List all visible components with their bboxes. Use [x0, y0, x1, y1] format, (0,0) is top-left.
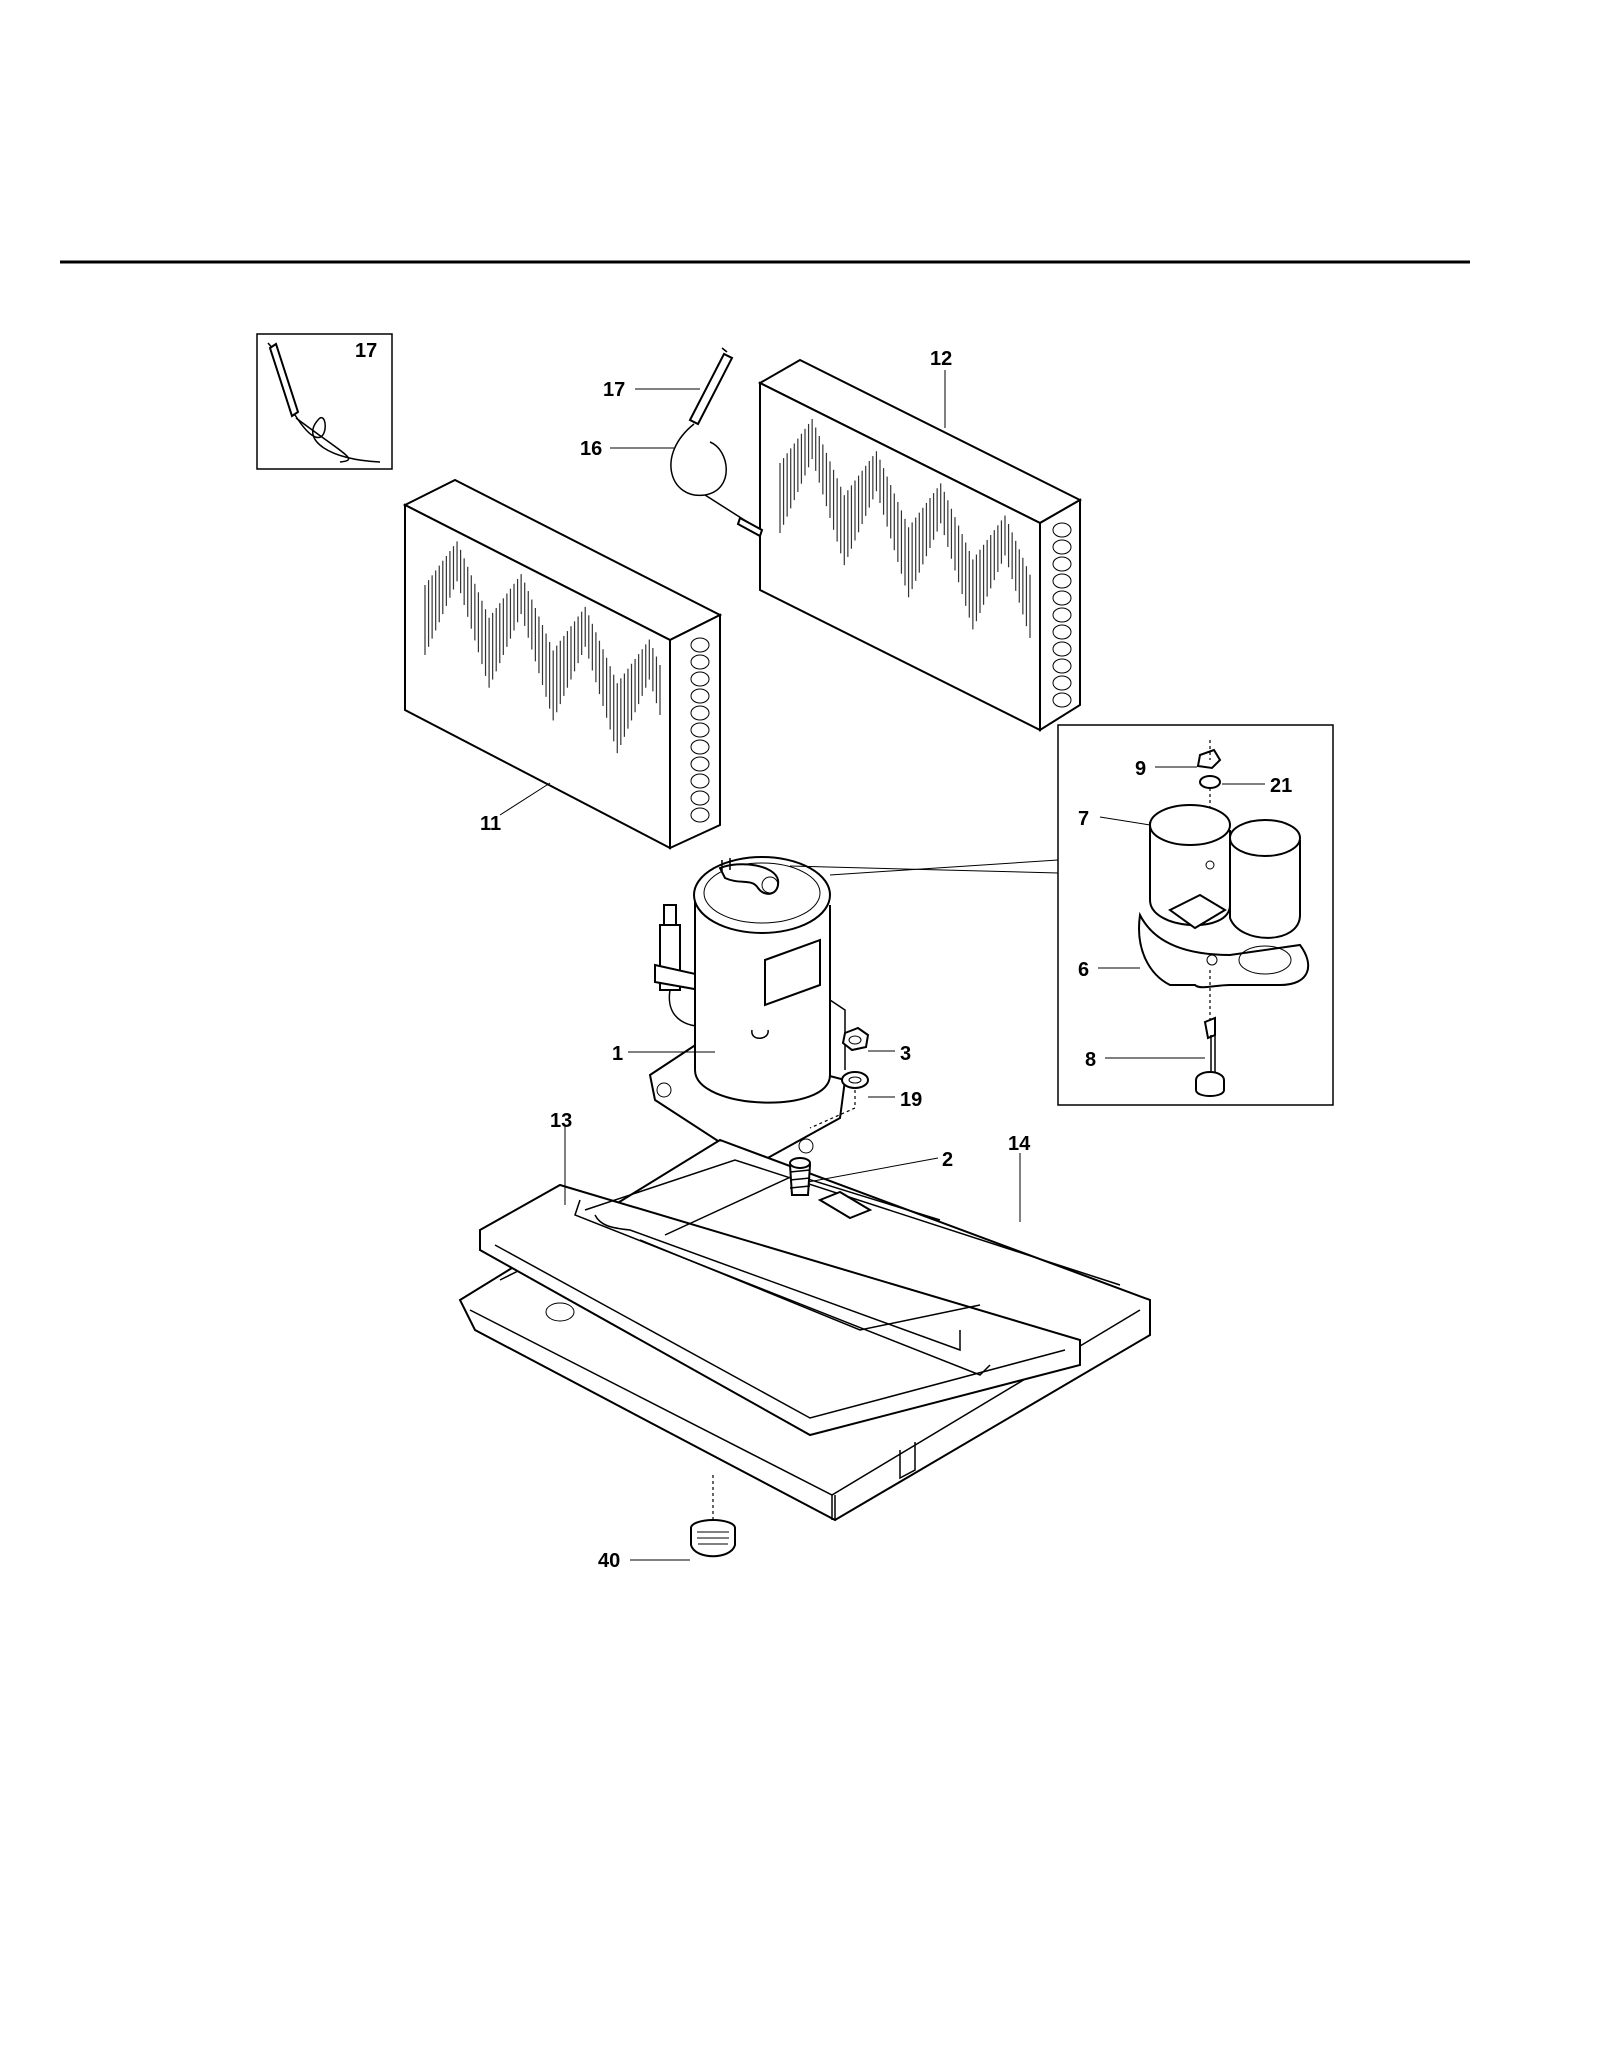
label-2: 2: [942, 1149, 953, 1171]
label-16: 16: [580, 438, 602, 460]
label-3: 3: [900, 1043, 911, 1065]
label-17-inset: 17: [355, 340, 377, 362]
label-1: 1: [612, 1043, 623, 1065]
sensor-inset-box: 17: [256, 333, 393, 470]
base-pan-inner: [479, 1157, 1121, 1437]
terminal-cover-inset: [789, 724, 1334, 1106]
label-19: 19: [900, 1089, 922, 1111]
drain-plug: [690, 1475, 736, 1558]
label-8: 8: [1085, 1049, 1096, 1071]
upper-condenser-coil: [757, 358, 1083, 732]
label-21: 21: [1270, 775, 1292, 797]
label-14: 14: [1008, 1133, 1031, 1155]
label-6: 6: [1078, 959, 1089, 981]
label-13: 13: [550, 1110, 572, 1132]
label-40: 40: [598, 1550, 620, 1572]
label-9: 9: [1135, 758, 1146, 780]
part-labels: 17 16 12 11 1 3 19 2 13 14 9 21 7 6 8 40: [480, 348, 1292, 1572]
leader-lines: [499, 370, 1265, 1561]
sensor-inset-part: [267, 342, 381, 463]
label-7: 7: [1078, 808, 1089, 830]
lower-evaporator-coil: [402, 478, 723, 850]
label-11: 11: [480, 813, 501, 835]
thermistor-sensor: [670, 347, 764, 538]
compressor: [648, 856, 847, 1167]
nut-and-washer: [809, 1026, 870, 1129]
label-12: 12: [930, 348, 952, 370]
label-17: 17: [603, 379, 625, 401]
